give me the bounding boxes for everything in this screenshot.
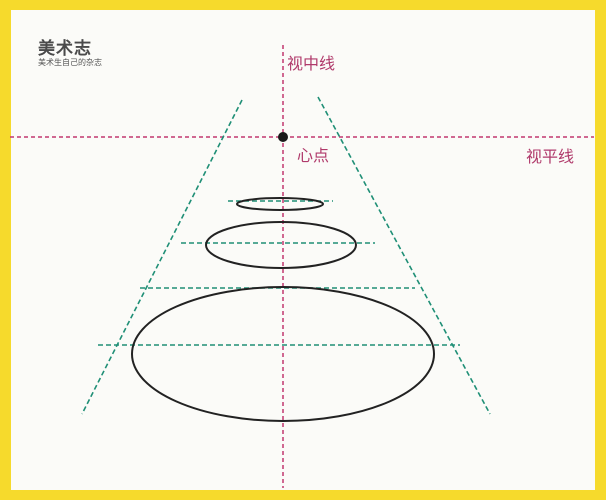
center-point-label: 心点 (297, 146, 330, 165)
center-point (278, 132, 288, 142)
ellipse-large (131, 286, 435, 422)
ellipse-small (236, 197, 324, 211)
ellipse-medium (205, 221, 357, 269)
perspective-line-right (317, 96, 491, 415)
center-line-label: 视中线 (287, 54, 336, 73)
horizon-line-label: 视平线 (526, 147, 575, 166)
brand-title: 美术志 (38, 39, 92, 59)
paper-frame (11, 10, 595, 490)
brand-subtitle: 美术生自己的杂志 (38, 58, 102, 67)
brand-logo: 美术志 美术生自己的杂志 (38, 40, 102, 68)
perspective-line-left (81, 99, 243, 415)
